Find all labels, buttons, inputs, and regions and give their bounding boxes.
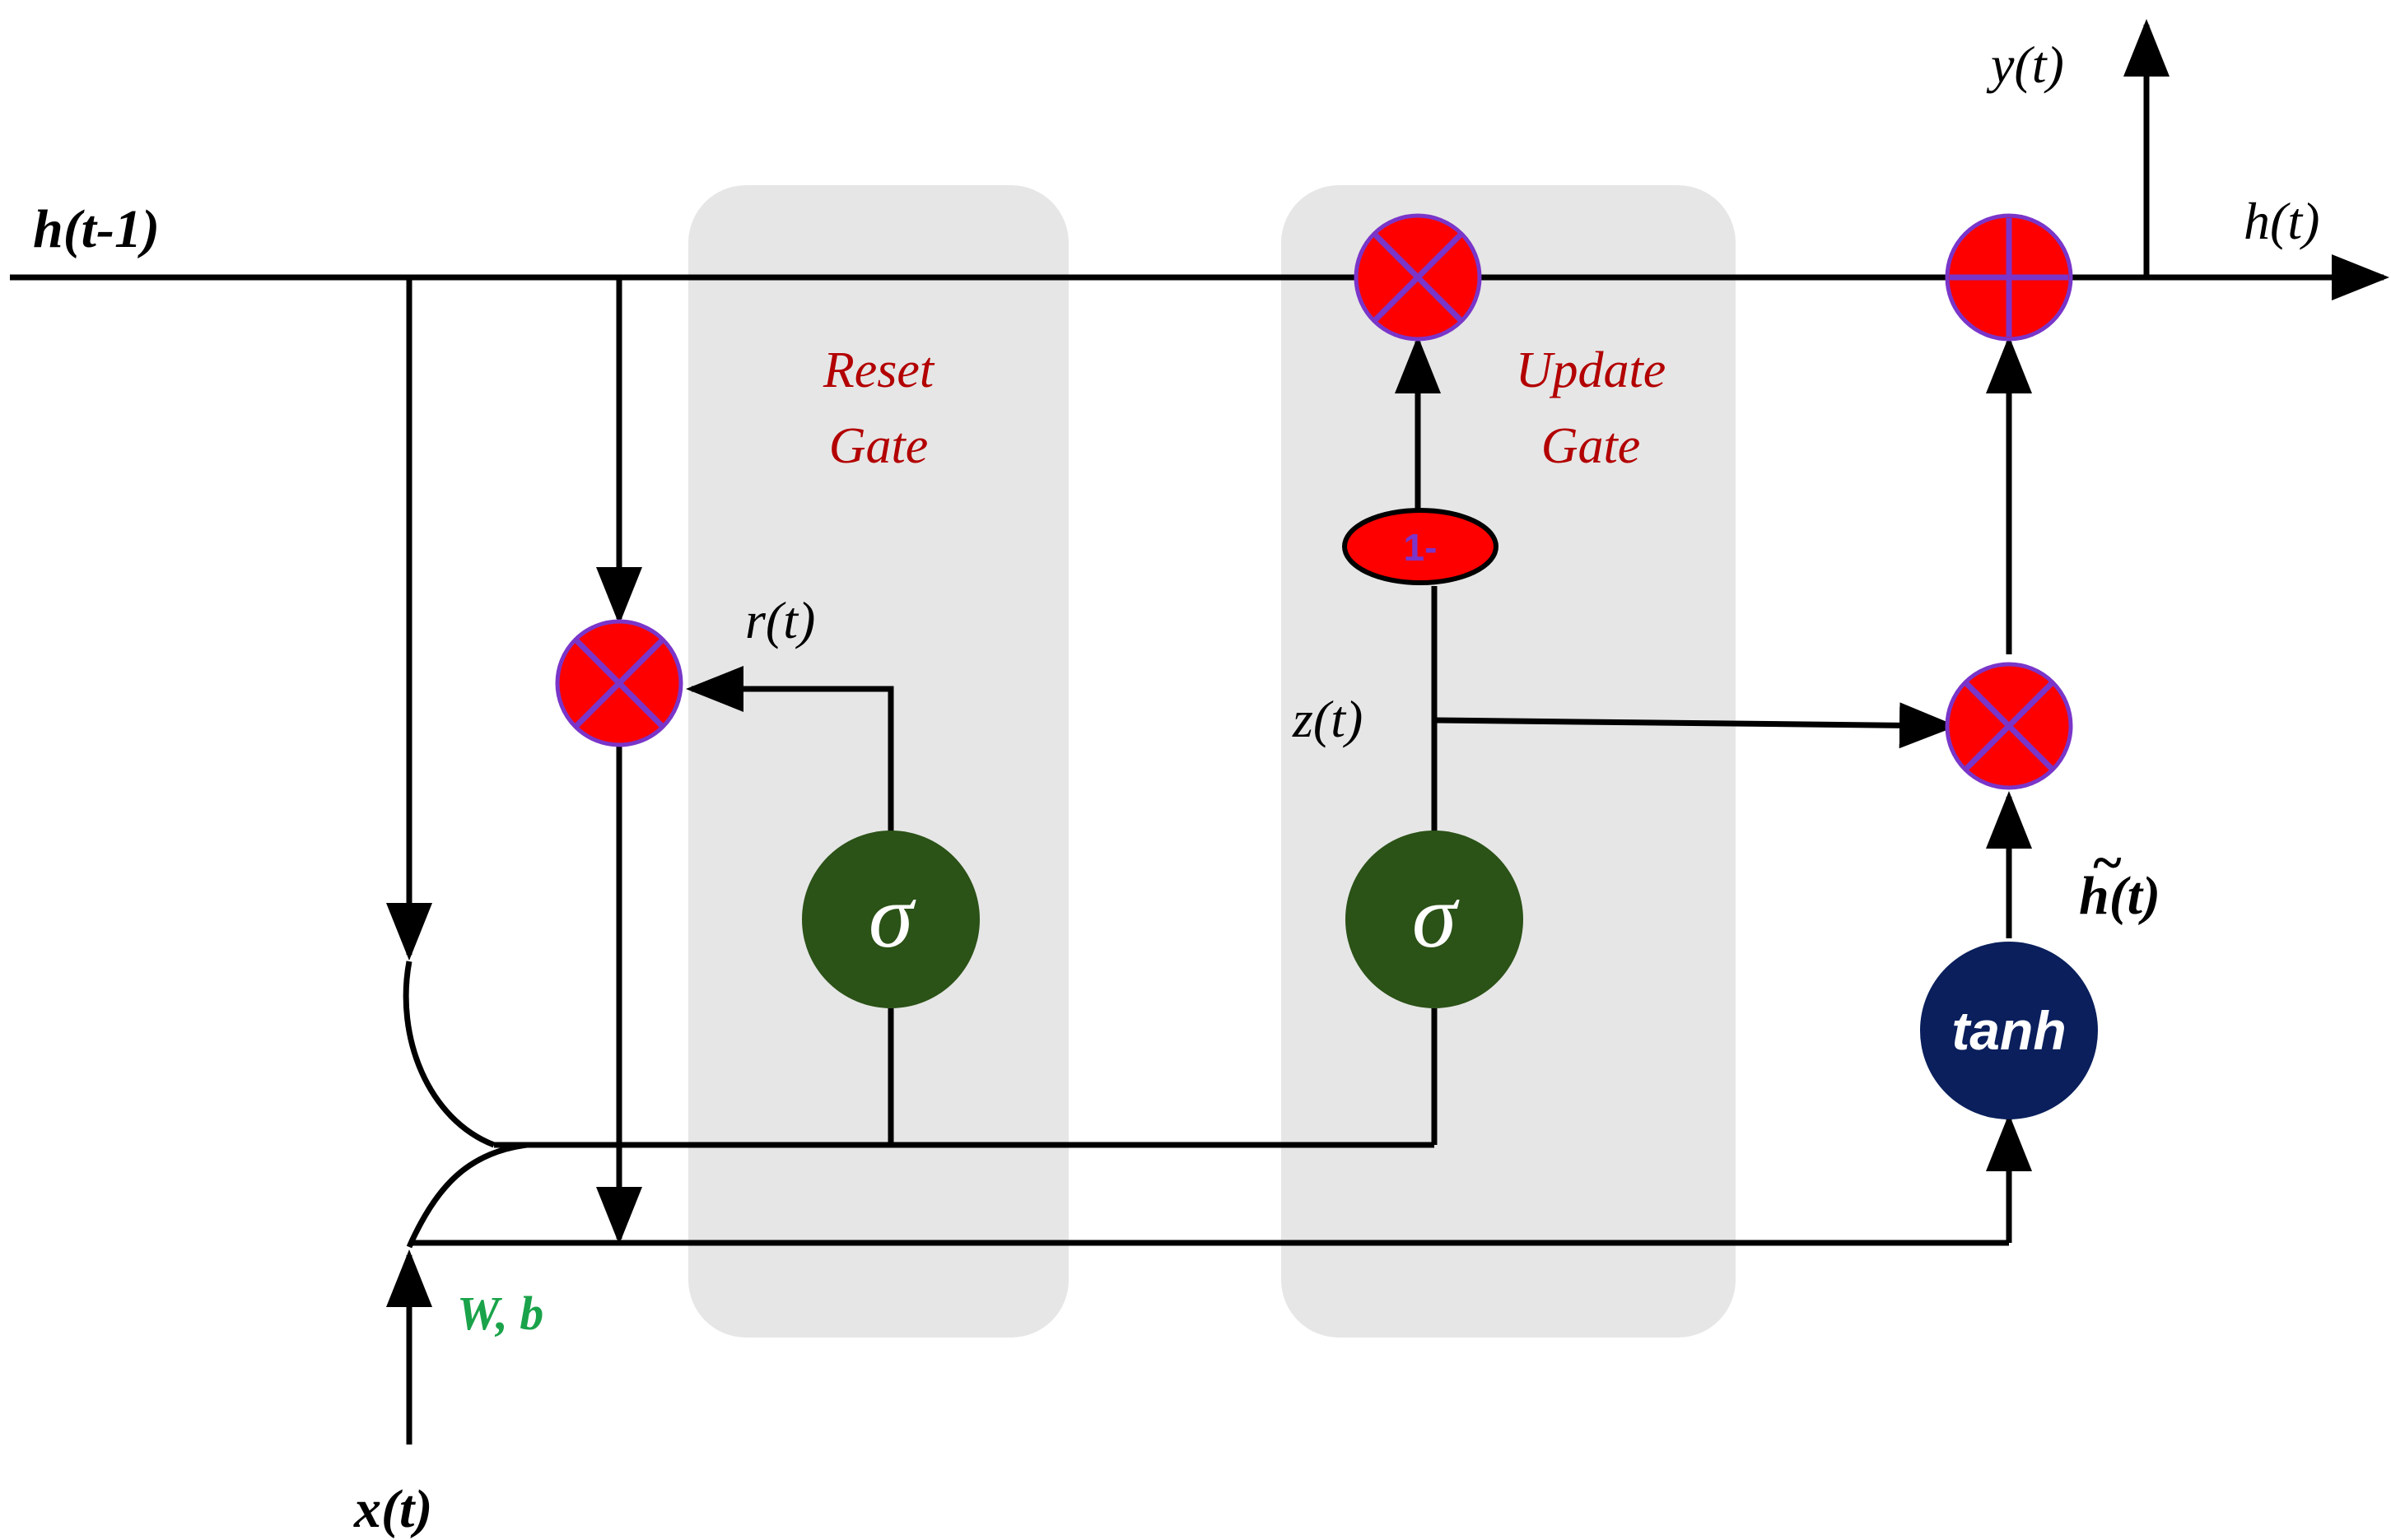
r-label: r(t) — [745, 591, 815, 649]
weights-label: W, b — [457, 1286, 543, 1340]
update-multiply-operator — [1354, 213, 1482, 342]
tanh-node: tanh — [1920, 942, 2098, 1119]
update-gate-panel — [1281, 185, 1736, 1338]
reset-sigma-label: σ — [869, 866, 916, 966]
z-to-candidate-mult-line — [1433, 702, 1957, 749]
one-minus-label: 1- — [1404, 526, 1438, 569]
reset-gate-label-line1: Reset — [823, 342, 935, 398]
reset-multiply-operator — [555, 619, 683, 747]
concat-curve-top — [403, 961, 496, 1148]
z-label: z(t) — [1292, 690, 1363, 748]
reset-gate-output-line — [686, 666, 894, 831]
update-gate-label-line1: Update — [1516, 342, 1666, 398]
h-tilde-mark: ~ — [2091, 833, 2123, 893]
update-sigma-label: σ — [1412, 866, 1460, 966]
reset-gate-label-line2: Gate — [829, 418, 929, 474]
h-prev-label: h(t-1) — [33, 199, 160, 259]
add-operator — [1945, 213, 2073, 342]
update-sigmoid-node: σ — [1345, 830, 1523, 1008]
update-gate-label-line2: Gate — [1541, 418, 1641, 474]
reset-sigmoid-node: σ — [802, 830, 980, 1008]
one-minus-node: 1- — [1342, 508, 1498, 585]
concat-curve-bottom — [406, 1142, 528, 1249]
y-out-label: y(t) — [1986, 35, 2064, 94]
tanh-label: tanh — [1951, 1000, 2066, 1061]
h-tilde-label: h(t) — [2079, 866, 2160, 926]
x-in-label: x(t) — [353, 1479, 432, 1539]
reset-gate-panel — [688, 185, 1069, 1338]
candidate-multiply-operator — [1945, 662, 2073, 790]
h-out-label: h(t) — [2244, 192, 2319, 250]
